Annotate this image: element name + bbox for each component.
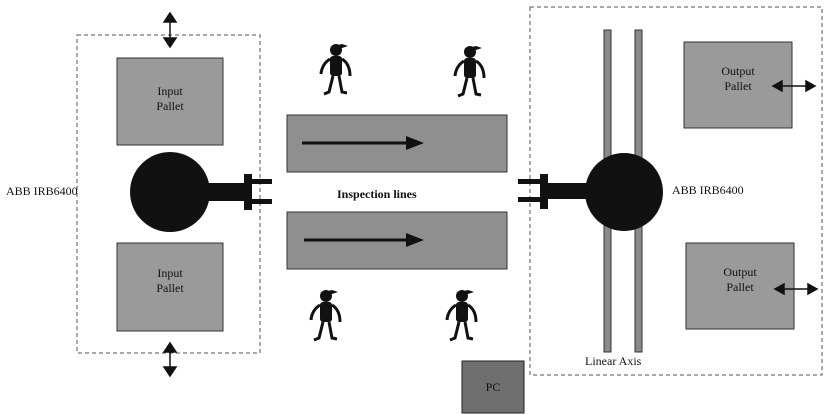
pc-box — [461, 360, 525, 414]
right-robot — [518, 153, 663, 231]
pallet-label-line: Pallet — [724, 79, 752, 93]
pallet-label-line: Output — [721, 64, 755, 78]
output-pallet-top-label: Output Pallet — [684, 64, 792, 94]
pallet-label-line: Pallet — [726, 280, 754, 294]
pallet-label-line: Input — [157, 266, 183, 280]
input-pallet-bottom — [116, 242, 224, 332]
double-arrow-icon — [162, 341, 178, 378]
flow-arrow-icon — [304, 233, 424, 247]
left-robot-label: ABB IRB6400 — [6, 184, 78, 198]
right-cell-zone — [529, 6, 823, 376]
pallet-label-line: Input — [157, 84, 183, 98]
gripper-icon — [244, 174, 272, 210]
pallet-label-line: Pallet — [156, 281, 184, 295]
operator-figure-icon — [309, 288, 342, 342]
input-pallet-bottom-label: Input Pallet — [117, 266, 223, 296]
flow-arrow-icon — [302, 136, 424, 150]
operator-figure-icon — [319, 42, 352, 96]
operator-figure-icon — [453, 44, 486, 98]
linear-axis-label: Linear Axis — [585, 354, 642, 368]
gripper-icon — [518, 174, 548, 209]
output-pallet-bottom — [685, 242, 795, 330]
double-arrow-icon — [773, 282, 819, 296]
inspection-lines-label: Inspection lines — [337, 187, 417, 201]
double-arrow-icon — [771, 79, 817, 93]
output-pallet-bottom-label: Output Pallet — [686, 265, 794, 295]
pallet-label-line: Pallet — [156, 99, 184, 113]
right-robot-label: ABB IRB6400 — [672, 183, 744, 197]
input-pallet-top — [116, 57, 224, 146]
pc-label: PC — [485, 380, 501, 394]
operator-figure-icon — [445, 288, 478, 342]
left-cell-zone — [76, 34, 261, 354]
pallet-label-line: Output — [723, 265, 757, 279]
input-pallet-top-label: Input Pallet — [117, 84, 223, 114]
left-robot — [130, 152, 272, 232]
double-arrow-icon — [162, 11, 178, 49]
